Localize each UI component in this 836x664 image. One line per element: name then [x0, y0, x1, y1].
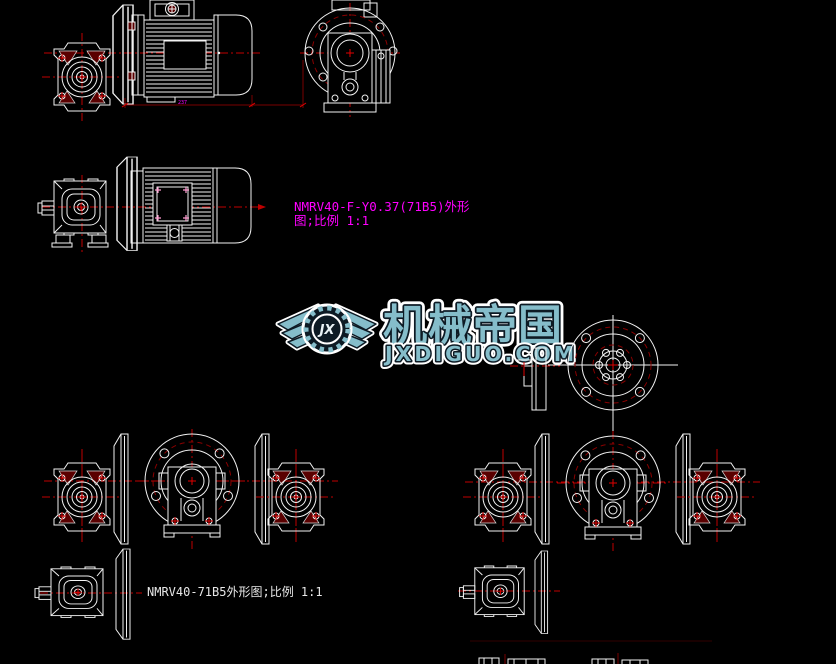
watermark-brand-text: 机械帝国 机械帝国 机械帝国 [379, 297, 567, 357]
watermark-site: JXDIGUO.COM [383, 342, 577, 366]
terminal-box-screw-marks [155, 187, 189, 221]
dimension-text: 237 [178, 100, 187, 106]
view-assembly-top [37, 156, 266, 252]
svg-text:JXDIGUO.COM: JXDIGUO.COM [383, 342, 577, 366]
gearbox-three-view-left [41, 428, 338, 549]
view-gearbox-top-right [458, 550, 560, 634]
watermark: JX 机械帝国 机械帝国 机械帝国 JXDIGUO.COM JXDIGUO.CO… [278, 297, 578, 370]
watermark-gear-icon: JX [301, 303, 353, 355]
watermark-brand: 机械帝国 [383, 301, 563, 352]
gearbox-three-view-right [462, 430, 760, 551]
caption-assembly: NMRV40-F-Y0.37(71B5)外形 图;比例 1:1 [294, 199, 470, 228]
svg-text:机械帝国: 机械帝国 [383, 301, 563, 352]
view-assembly-side: 237 [41, 0, 307, 122]
motor-top-view [130, 167, 252, 244]
partial-drawing-right [591, 653, 649, 664]
motor-side-view [131, 0, 253, 103]
svg-text:JXDIGUO.COM: JXDIGUO.COM [383, 342, 577, 366]
centerline-arrow [258, 204, 266, 210]
dimension-overall-length: 237 [121, 60, 307, 108]
view-output-flange-side [510, 347, 560, 411]
caption-assembly-line2: 图;比例 1:1 [294, 213, 369, 228]
caption-assembly-line1: NMRV40-F-Y0.37(71B5)外形 [294, 199, 470, 214]
watermark-site-text: JXDIGUO.COM JXDIGUO.COM JXDIGUO.COM [380, 339, 578, 370]
svg-text:机械帝国: 机械帝国 [383, 301, 563, 352]
caption-gearbox: NMRV40-71B5外形图;比例 1:1 [147, 585, 323, 599]
view-gearbox-top-left [34, 548, 142, 640]
watermark-monogram: JX [317, 323, 336, 338]
partial-drawing-left [478, 654, 546, 664]
